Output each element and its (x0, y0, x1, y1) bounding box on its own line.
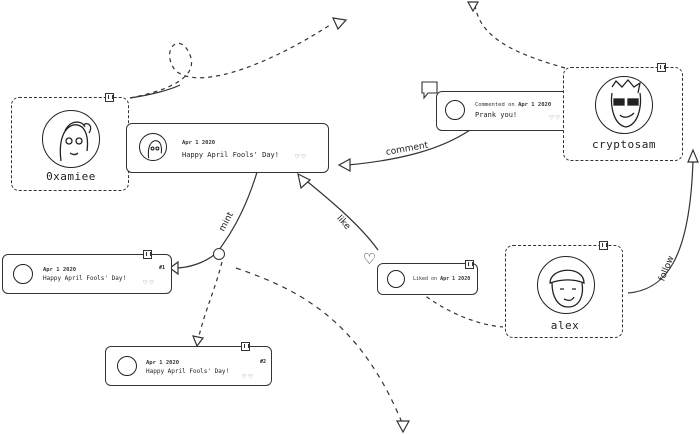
arrow-top-right (466, 1, 480, 13)
avatar-cryptosam-drawing (610, 79, 642, 128)
minted-copy-card-1[interactable]: Apr 1 2020 Happy April Fools' Day! #1 ♡♡ (2, 250, 172, 294)
user-name-cryptosam: cryptosam (591, 138, 657, 151)
heart-icon[interactable]: ♡♡ (242, 373, 255, 381)
user-name-alex: alex (550, 319, 580, 332)
comment-date: Apr 1 2020 (518, 102, 552, 108)
liked-meta: Liked on Apr 1 2020 (413, 276, 470, 282)
arrow-comment (337, 157, 351, 173)
avatar-cryptosam-small (445, 100, 465, 120)
arrow-copy2 (192, 335, 205, 348)
copy2-text: Happy April Fools' Day! (146, 368, 230, 375)
arrow-top (331, 17, 348, 31)
avatar-oxamiee-drawing (59, 121, 92, 162)
comment-meta: Commented on Apr 1 2020 (475, 102, 551, 108)
profile-box-cryptosam[interactable]: cryptosam (563, 63, 683, 161)
minted-copy-card-2[interactable]: Apr 1 2020 Happy April Fools' Day! #2 ♡♡ (105, 342, 272, 386)
avatar-alex[interactable] (537, 256, 595, 314)
tweet-date: Apr 1 2020 (182, 140, 216, 146)
copy1-date: Apr 1 2020 (43, 267, 77, 273)
arrow-down (395, 420, 411, 434)
mint-node-icon (213, 248, 225, 260)
avatar-oxamiee[interactable] (42, 110, 100, 168)
bookmark-icon[interactable] (143, 250, 152, 259)
comment-prefix: Commented on (475, 102, 515, 108)
copy1-text: Happy April Fools' Day! (43, 275, 127, 282)
like-connector (302, 177, 379, 251)
bookmark-icon[interactable] (657, 63, 666, 72)
tweet-text: Happy April Fools' Day! (182, 151, 279, 159)
arrow-copy1 (169, 260, 179, 276)
comment-card[interactable]: Commented on Apr 1 2020 Prank you! ♡♡ (436, 91, 582, 131)
copy2-badge: #2 (260, 359, 267, 365)
profile-box-oxamiee[interactable]: 0xamiee (11, 93, 129, 191)
avatar-alex-drawing (549, 269, 585, 308)
heart-icon[interactable]: ♡♡ (143, 279, 156, 287)
liked-alex-connector (419, 291, 504, 328)
heart-icon: ♡ (364, 249, 375, 270)
mint-copy1-connector (174, 254, 215, 269)
heart-icon[interactable]: ♡♡ (295, 153, 308, 161)
bookmark-icon[interactable] (599, 241, 608, 250)
bookmark-icon[interactable] (241, 342, 250, 351)
avatar-alex-small (387, 270, 405, 288)
mint-copy2-connector (197, 261, 223, 341)
copy2-date: Apr 1 2020 (146, 360, 180, 366)
chat-bubble-icon (421, 81, 438, 100)
copy1-badge: #1 (159, 265, 166, 271)
tweet-card-main[interactable]: Apr 1 2020 Happy April Fools' Day! ♡♡ (126, 123, 329, 173)
loop-connector-solid (129, 84, 181, 99)
avatar-oxamiee-small (139, 133, 167, 161)
avatar-oxamiee-small (117, 356, 137, 376)
bookmark-icon[interactable] (105, 93, 114, 102)
arrow-like (297, 172, 312, 190)
cryptosam-top-connector (474, 4, 566, 69)
liked-date: Apr 1 2020 (440, 276, 471, 282)
comment-text: Prank you! (475, 111, 518, 119)
follow-connector (627, 159, 694, 294)
avatar-cryptosam[interactable] (595, 76, 653, 134)
bookmark-icon[interactable] (465, 260, 474, 269)
comment-connector (347, 129, 471, 166)
heart-icon[interactable]: ♡♡ (549, 114, 562, 122)
avatar-oxamiee-small (13, 264, 33, 284)
liked-card[interactable]: Liked on Apr 1 2020 (377, 260, 478, 295)
mint-long-connector (235, 267, 404, 426)
user-name-oxamiee: 0xamiee (46, 170, 96, 183)
profile-box-alex[interactable]: alex (505, 241, 623, 338)
arrow-follow (687, 148, 699, 163)
liked-prefix: Liked on (413, 276, 438, 282)
loop-connector (129, 24, 331, 99)
